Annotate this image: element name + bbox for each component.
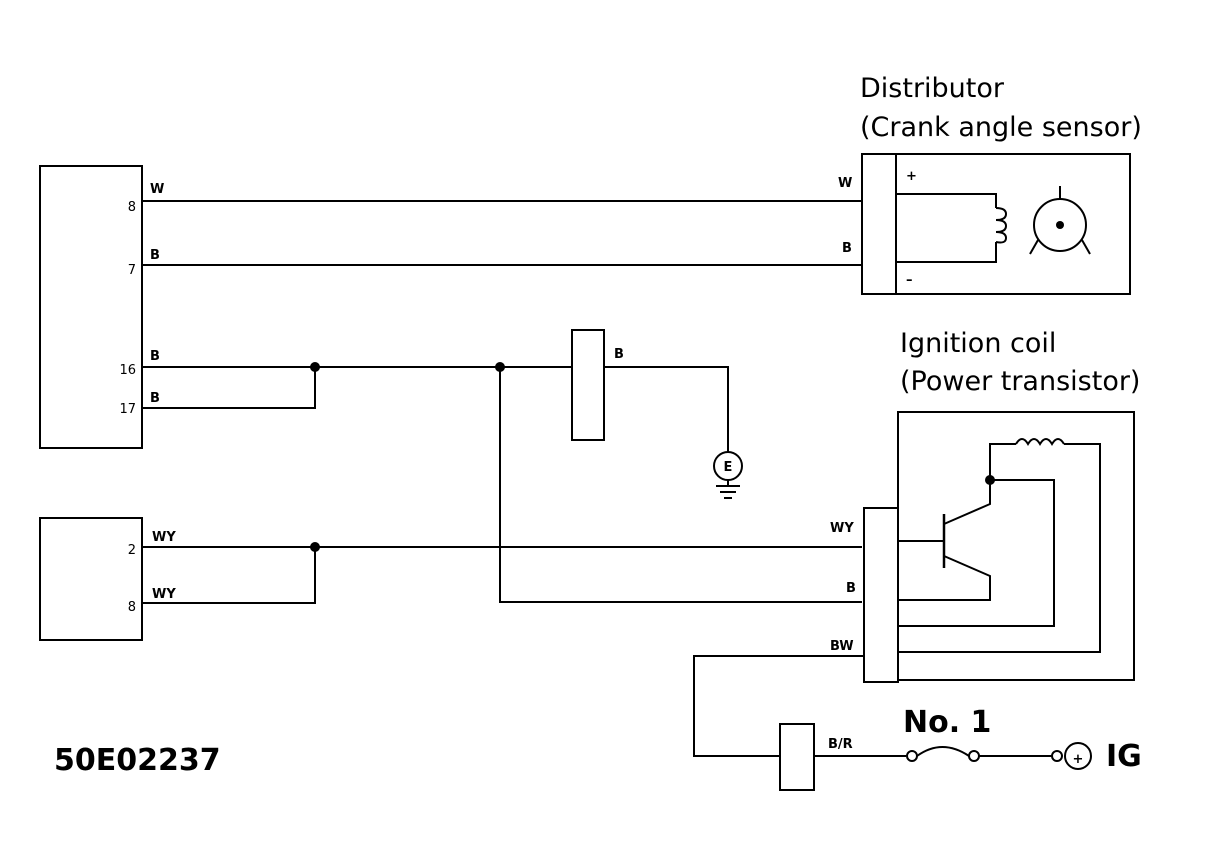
power-transistor-icon bbox=[898, 480, 991, 601]
wire-label-wy-coil: WY bbox=[830, 521, 854, 536]
pin-2: 2 bbox=[128, 543, 136, 558]
ignition-coil-box bbox=[897, 411, 1135, 681]
wire-label-w-right: W bbox=[838, 176, 852, 191]
pickup-coil-leads bbox=[896, 193, 997, 263]
diagram-code: 50E02237 bbox=[54, 743, 221, 778]
fuse-icon bbox=[906, 746, 980, 762]
distributor-title: Distributor bbox=[860, 73, 1005, 104]
ecu-lower-box bbox=[39, 517, 143, 641]
pin-7: 7 bbox=[128, 263, 136, 278]
wire-label-17: B bbox=[150, 391, 160, 406]
ground-label: E bbox=[724, 460, 733, 475]
ignition-coil-subtitle: (Power transistor) bbox=[900, 366, 1140, 397]
ignition-coil-title: Ignition coil bbox=[900, 328, 1056, 359]
pickup-coil-icon bbox=[995, 207, 1008, 244]
distributor-plus: + bbox=[906, 169, 917, 184]
distributor-subtitle: (Crank angle sensor) bbox=[860, 112, 1142, 143]
wire-label-br: B/R bbox=[828, 737, 853, 752]
wire-label-wy-2: WY bbox=[152, 530, 176, 545]
distributor-box bbox=[861, 153, 1131, 295]
pin-8-upper: 8 bbox=[128, 200, 136, 215]
ground-symbol-icon bbox=[716, 480, 740, 499]
pin-8-lower: 8 bbox=[128, 600, 136, 615]
wire-label-b-coil: B bbox=[846, 581, 856, 596]
wire-label-w-left: W bbox=[150, 182, 164, 197]
ecu-upper-box bbox=[39, 165, 143, 449]
rotor-icon bbox=[1029, 186, 1091, 255]
wire-label-16: B bbox=[150, 349, 160, 364]
wire-label-ground: B bbox=[614, 347, 624, 362]
fuse-label: No. 1 bbox=[903, 705, 991, 740]
wire-label-b-left: B bbox=[150, 248, 160, 263]
wire-label-bw: BW bbox=[830, 639, 854, 654]
pin-17: 17 bbox=[119, 402, 136, 417]
pin-16: 16 bbox=[119, 363, 136, 378]
wire-label-b-right: B bbox=[842, 241, 852, 256]
ignition-coil-connector bbox=[863, 507, 899, 683]
ig-label: IG bbox=[1106, 739, 1142, 774]
distributor-minus: – bbox=[906, 273, 913, 288]
wire-label-wy-8: WY bbox=[152, 587, 176, 602]
ground-connector bbox=[571, 329, 605, 441]
ig-plus-circle-icon bbox=[1064, 742, 1092, 770]
ig-plus: + bbox=[1073, 752, 1084, 767]
fuse-connector bbox=[779, 723, 815, 791]
secondary-coil-icon bbox=[1015, 438, 1065, 446]
